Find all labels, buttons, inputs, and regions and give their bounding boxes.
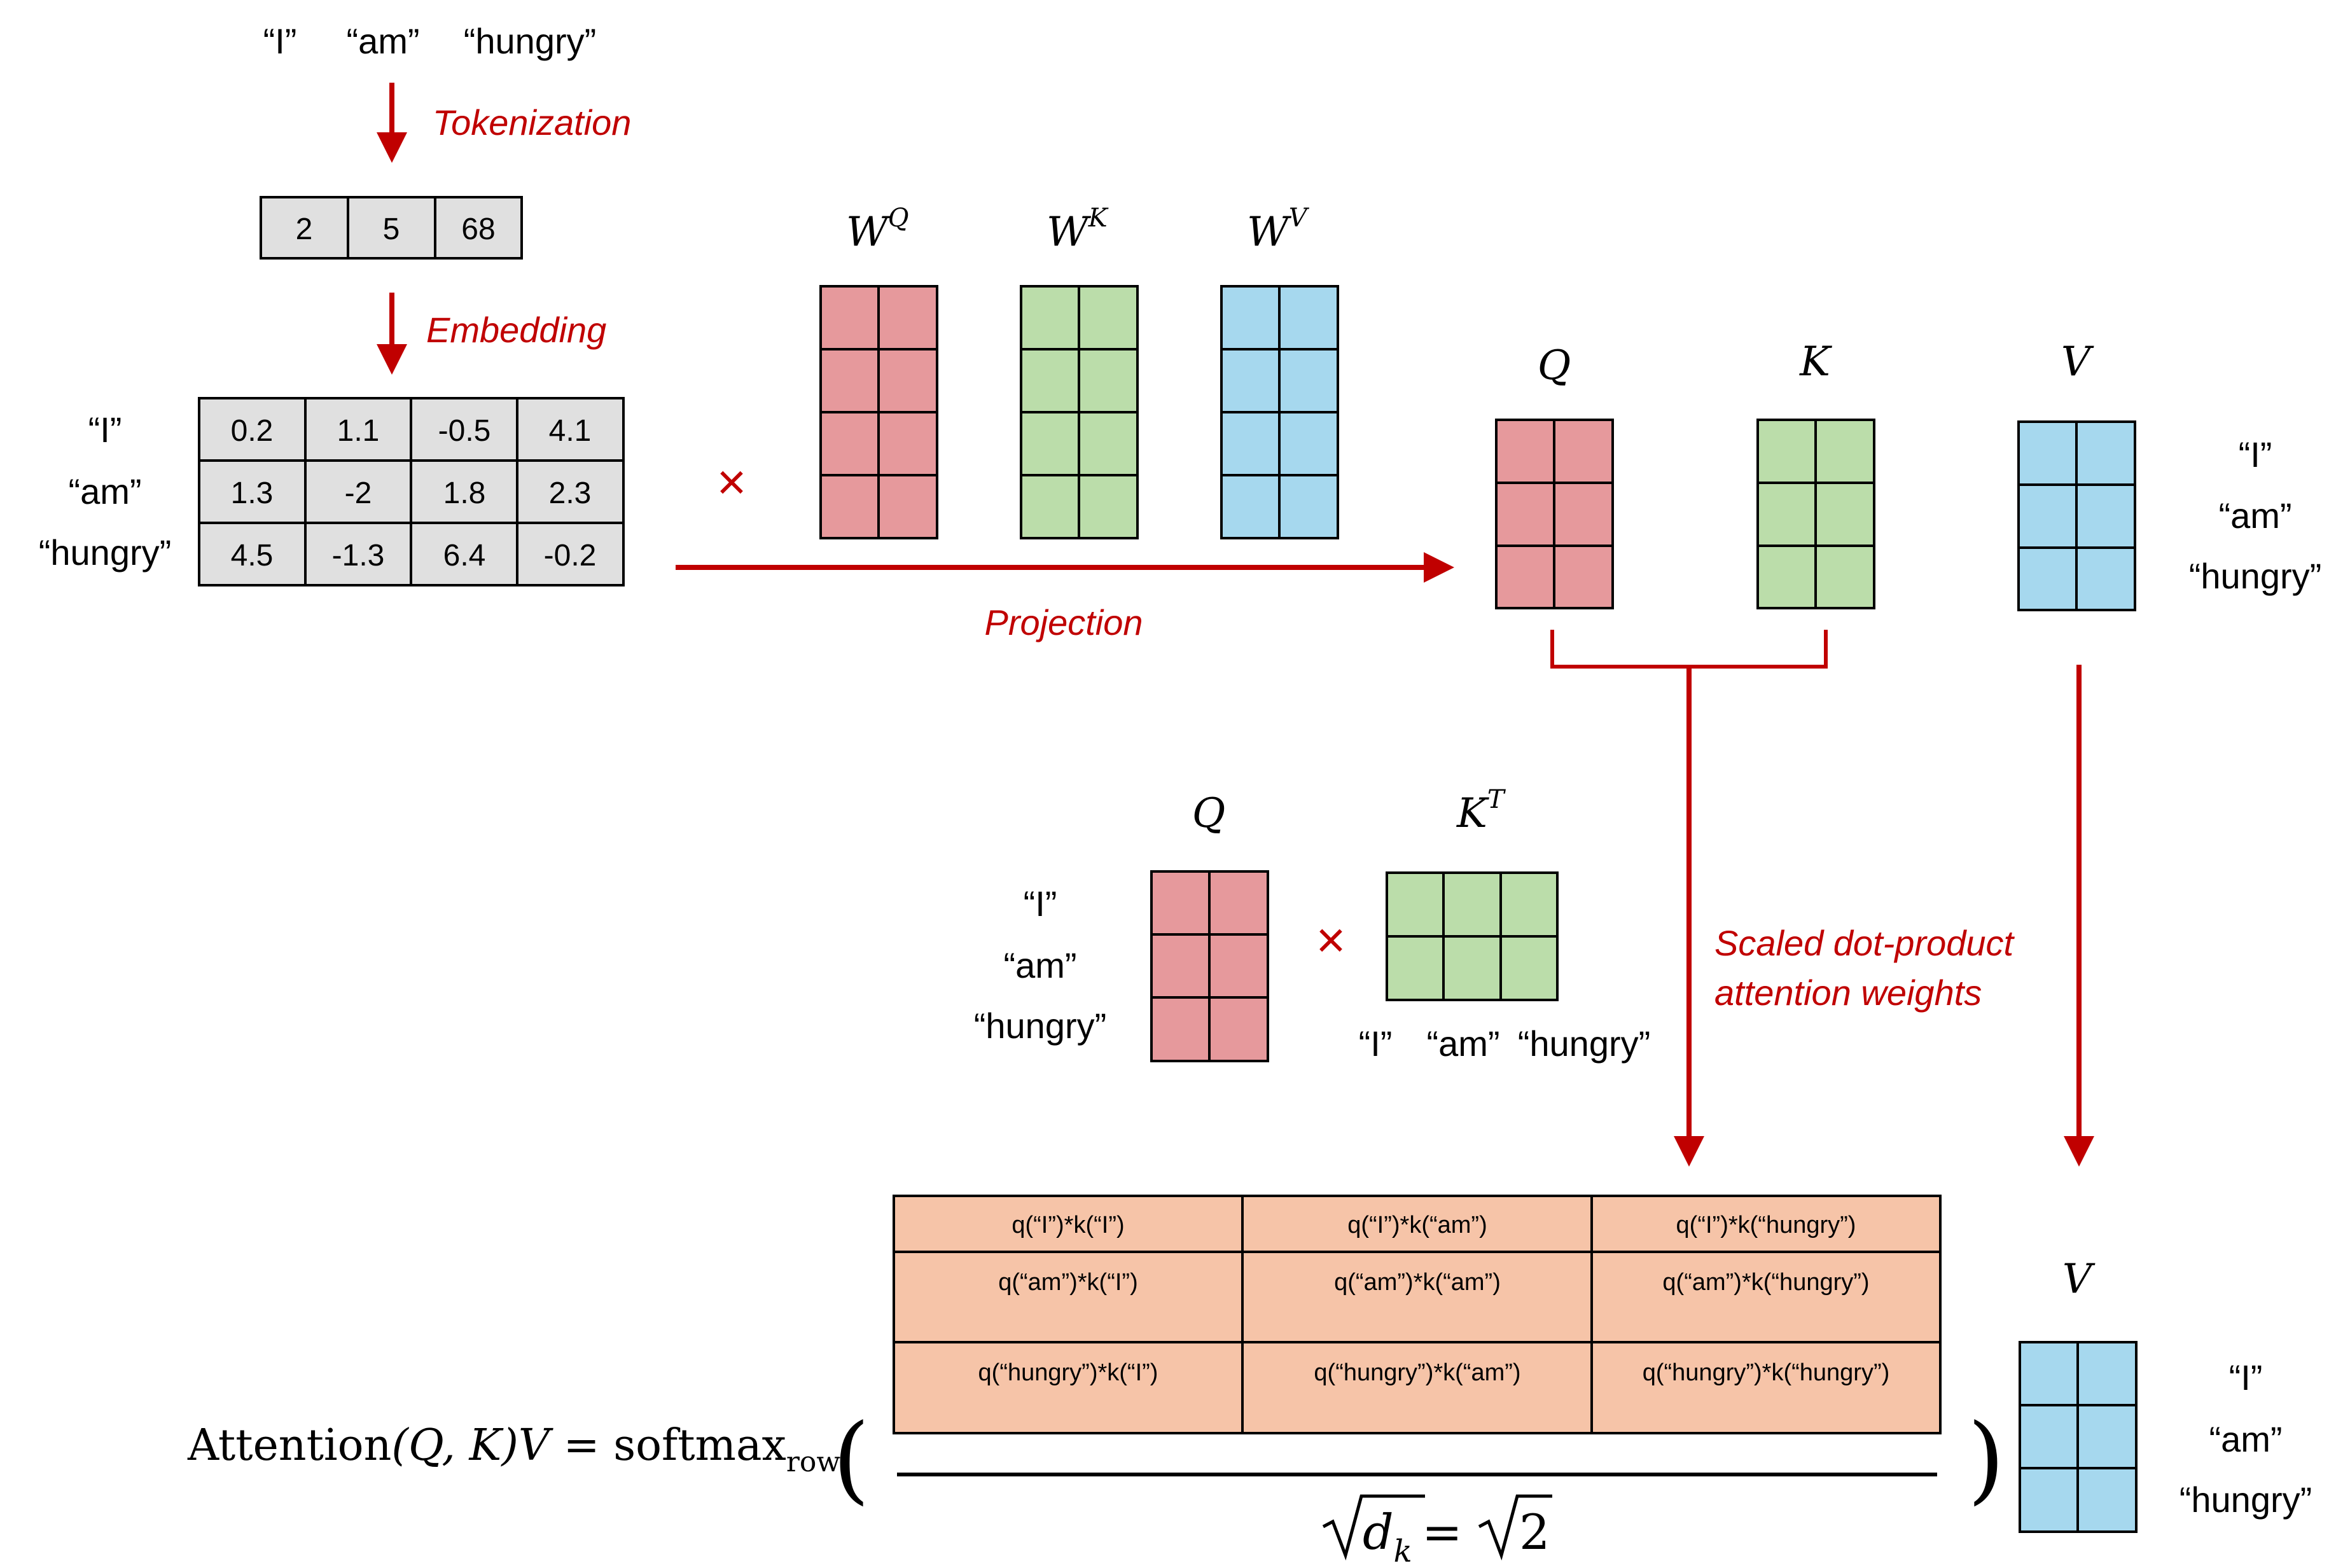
embedding-cell: 6.4 <box>443 539 486 572</box>
close-paren: ) <box>1968 1404 2005 1515</box>
v-row-label-am: “am” <box>2218 496 2291 536</box>
sqrt-symbol-1 <box>1322 1494 1425 1561</box>
score-cell: q(“hungry”)*k(“hungry”) <box>1643 1359 1890 1386</box>
kt-label: KT <box>1456 785 1506 837</box>
score-matrix: q(“I”)*k(“I”) q(“I”)*k(“am”) q(“I”)*k(“h… <box>893 1195 1942 1434</box>
kt-col-label-i: “I” <box>1359 1023 1393 1064</box>
embedding-row-label-i: “I” <box>88 410 122 450</box>
mid-q-matrix <box>1150 870 1269 1062</box>
embedding-cell: 4.5 <box>231 539 274 572</box>
embedding-label: Embedding <box>426 310 606 350</box>
bottom-v-row-label-am: “am” <box>2209 1419 2282 1459</box>
formula-lhs: Attention(Q, K)V = softmaxrow <box>187 1420 840 1478</box>
sqrt-symbol-2 <box>1478 1494 1552 1561</box>
score-cell: q(“I”)*k(“I”) <box>1012 1212 1124 1238</box>
score-cell: q(“hungry”)*k(“am”) <box>1314 1359 1520 1386</box>
wv-matrix <box>1220 285 1339 539</box>
tokenization-label: Tokenization <box>433 102 631 142</box>
wq-label: WQ <box>846 204 909 256</box>
embedding-matrix: 0.2 1.1 -0.5 4.1 1.3 -2 1.8 2.3 4.5 -1.3… <box>198 397 625 586</box>
embedding-cell: -0.5 <box>438 414 491 448</box>
embedding-cell: 1.8 <box>443 476 486 510</box>
score-cell: q(“hungry”)*k(“I”) <box>978 1359 1158 1386</box>
k-matrix <box>1756 419 1875 609</box>
score-cell: q(“am”)*k(“I”) <box>998 1269 1138 1296</box>
q-label: Q <box>1538 342 1571 389</box>
token-id-cell: 68 <box>461 212 495 246</box>
top-token-i: “I” <box>263 21 297 61</box>
mid-q-row-label-i: “I” <box>1024 884 1057 924</box>
token-id-row: 2 5 68 <box>260 196 523 260</box>
qk-bracket <box>1550 630 1828 669</box>
wq-matrix <box>819 285 938 539</box>
v-label: V <box>2061 338 2094 385</box>
token-id-cell: 5 <box>383 212 400 246</box>
wk-label: WK <box>1046 204 1109 256</box>
top-token-hungry: “hungry” <box>464 21 597 61</box>
embedding-cell: 0.2 <box>231 414 274 448</box>
mid-q-row-label-hungry: “hungry” <box>974 1006 1107 1046</box>
mid-q-label: Q <box>1192 790 1225 837</box>
denominator: dk = 2 <box>1322 1494 1552 1568</box>
v-row-label-hungry: “hungry” <box>2189 556 2322 596</box>
open-paren: ( <box>833 1404 870 1515</box>
token-id-cell: 2 <box>296 212 313 246</box>
k-label: K <box>1799 338 1832 385</box>
attention-weights-label-line2: attention weights <box>1714 973 1982 1013</box>
score-cell: q(“I”)*k(“hungry”) <box>1676 1212 1856 1238</box>
denominator-equals: = <box>1422 1504 1463 1560</box>
bottom-v-matrix <box>2019 1341 2138 1533</box>
bottom-v-label: V <box>2062 1256 2096 1303</box>
embedding-cell: -2 <box>345 476 372 510</box>
denominator-dk: dk <box>1363 1504 1412 1568</box>
denominator-value: 2 <box>1519 1504 1550 1560</box>
attention-weights-label-line1: Scaled dot-product <box>1714 923 2015 963</box>
embedding-cell: -0.2 <box>544 539 597 572</box>
v-row-label-i: “I” <box>2239 434 2272 475</box>
score-cell: q(“am”)*k(“hungry”) <box>1662 1269 1869 1296</box>
embedding-row-label-am: “am” <box>68 471 141 511</box>
embedding-cell: 1.1 <box>337 414 380 448</box>
projection-label: Projection <box>984 602 1143 642</box>
q-matrix <box>1495 419 1614 609</box>
wv-label: WV <box>1247 204 1310 256</box>
embedding-cell: 4.1 <box>549 414 592 448</box>
score-cell: q(“am”)*k(“am”) <box>1334 1269 1501 1296</box>
bottom-v-row-label-i: “I” <box>2229 1357 2263 1398</box>
wk-matrix <box>1020 285 1139 539</box>
kt-matrix <box>1386 871 1559 1001</box>
v-matrix <box>2017 420 2136 611</box>
multiply-sign: × <box>717 454 747 510</box>
mid-multiply-sign: × <box>1316 912 1346 968</box>
embedding-cell: -1.3 <box>332 539 385 572</box>
embedding-row-label-hungry: “hungry” <box>39 532 172 572</box>
kt-col-label-am: “am” <box>1426 1023 1499 1064</box>
top-token-am: “am” <box>346 21 419 61</box>
embedding-cell: 1.3 <box>231 476 274 510</box>
kt-col-label-hungry: “hungry” <box>1518 1023 1651 1064</box>
mid-q-row-label-am: “am” <box>1003 945 1076 985</box>
embedding-cell: 2.3 <box>549 476 592 510</box>
bottom-v-row-label-hungry: “hungry” <box>2180 1480 2312 1520</box>
score-cell: q(“I”)*k(“am”) <box>1347 1212 1487 1238</box>
